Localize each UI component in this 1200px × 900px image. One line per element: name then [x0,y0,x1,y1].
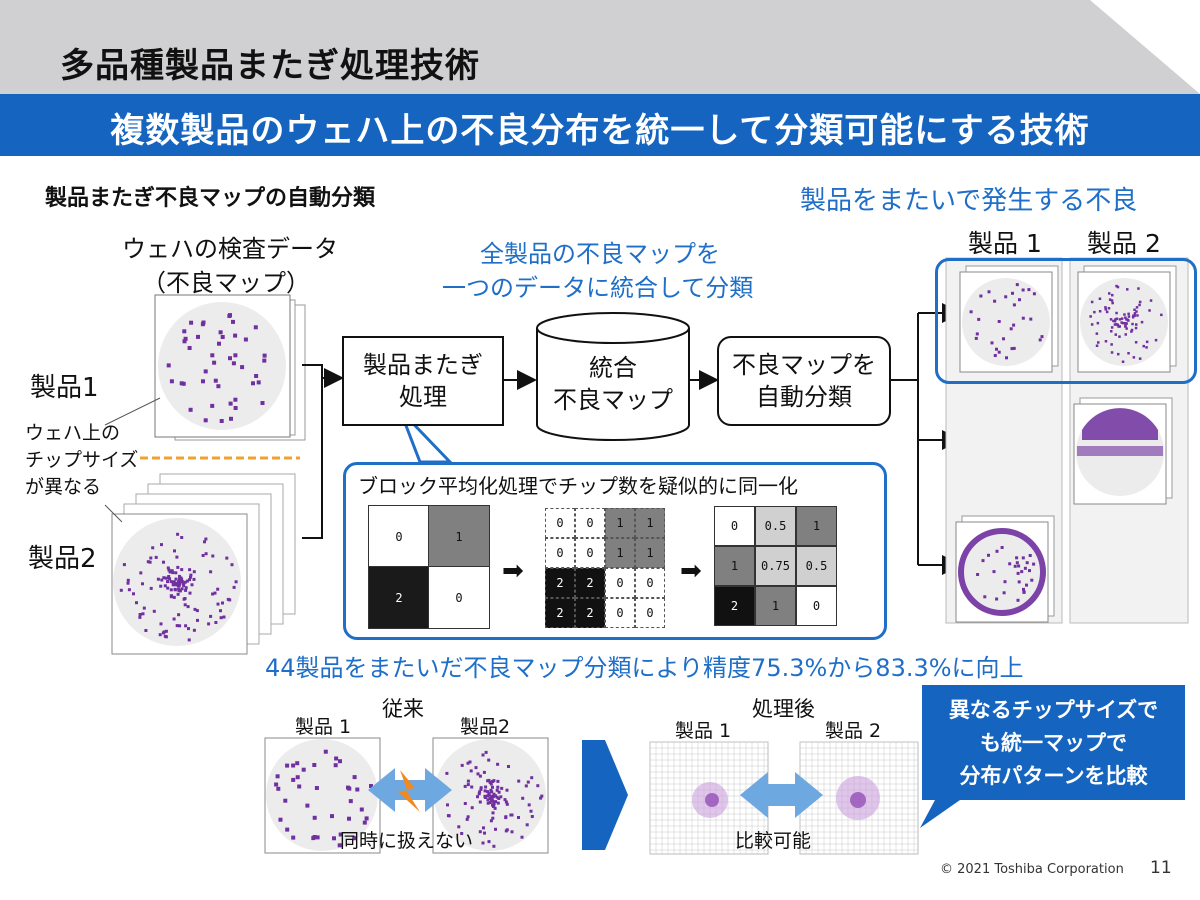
before-caption: 同時に扱えない [340,830,474,852]
before-product2: 製品2 [460,716,511,738]
auto-classify-box: 不良マップを自動分類 [717,336,891,426]
big-arrow [582,740,628,850]
grid-3x3-cell: 1 [714,546,755,586]
grid-4x4-cell: 0 [545,538,575,568]
grid-4x4-cell: 2 [575,598,605,628]
grid-4x4-cell: 0 [605,568,635,598]
product2-label: 製品2 [28,544,97,574]
section-title: 製品またぎ不良マップの自動分類 [45,186,376,211]
after-product2: 製品 2 [825,720,882,742]
grid-4x4-cell: 0 [575,508,605,538]
page-title: 多品種製品またぎ処理技術 [60,46,480,86]
grid-4x4-cell: 1 [635,538,665,568]
before-title: 従来 [382,697,424,721]
grid-4x4-cell: 0 [635,568,665,598]
result-map-3a [955,515,1055,623]
database-cylinder [536,312,690,441]
wafer-data-label: ウェハの検査データ [122,235,338,263]
chip-size-note: ウェハ上の チップサイズ が異なる [25,422,139,498]
grid-3x3-cell: 0.5 [755,506,796,546]
page-number: 11 [1150,858,1172,878]
arrow-right-2: ➡ [680,556,702,586]
after-title: 処理後 [752,697,815,721]
grid-3x3-cell: 0 [714,506,755,546]
page-subtitle: 複数製品のウェハ上の不良分布を統一して分類可能にする技術 [110,111,1090,151]
cross-defect-caption: 製品をまたいで発生する不良 [800,186,1138,216]
after-product1: 製品 1 [675,720,732,742]
subtitle-bar [0,94,1200,156]
grid-4x4-cell: 2 [545,568,575,598]
integrate-caption-line1: 全製品の不良マップを [480,240,720,268]
grid-4x4-cell: 0 [575,538,605,568]
defect-map-label: （不良マップ） [142,269,310,297]
result-map-2b [1073,397,1173,505]
product2-wafer-stack [111,473,296,655]
grid-4x4-cell: 2 [575,568,605,598]
after-caption: 比較可能 [735,830,812,852]
callout-title: ブロック平均化処理でチップ数を疑似的に同一化 [358,474,798,498]
product1-wafer-stack [154,294,306,441]
banner-shape [920,685,1185,828]
before-product1: 製品 1 [295,716,352,738]
grid-4x4-cell: 1 [605,538,635,568]
arrow-right-1: ➡ [502,556,524,586]
grid-4x4-cell: 0 [545,508,575,538]
grid-3x3-cell: 1 [796,506,837,546]
grid-3x3-cell: 0.5 [796,546,837,586]
cross-defect-highlight [935,258,1197,384]
result-map-1b [1077,265,1177,373]
accuracy-result: 44製品をまたいだ不良マップ分類により精度75.3%から83.3%に向上 [265,654,1024,682]
grid-3x3-cell: 0 [796,586,837,626]
after-maps [649,741,919,855]
result-map-1a [959,265,1059,373]
column-product2: 製品 2 [1087,229,1161,258]
grid-3x3-cell: 0.75 [755,546,796,586]
grid-3x3-cell: 2 [714,586,755,626]
integrated-map-label: 統合不良マップ [553,354,673,414]
grid-4x4-cell: 0 [605,598,635,628]
copyright: © 2021 Toshiba Corporation [940,862,1124,877]
cross-product-process-box: 製品またぎ処理 [342,336,504,426]
grid-3x3-cell: 1 [755,586,796,626]
integrate-caption-line2: 一つのデータに統合して分類 [442,274,754,302]
before-maps [264,737,549,854]
column-product1: 製品 1 [968,229,1042,258]
comparison-banner: 異なるチップサイズで も統一マップで 分布パターンを比較 [948,698,1159,788]
grid-4x4-cell: 2 [545,598,575,628]
grid-4x4-cell: 1 [605,508,635,538]
title-bar [0,0,1200,94]
product1-label: 製品1 [30,373,99,403]
grid-4x4-cell: 0 [635,598,665,628]
grid-4x4-cell: 1 [635,508,665,538]
title-corner-decoration [1090,0,1200,94]
